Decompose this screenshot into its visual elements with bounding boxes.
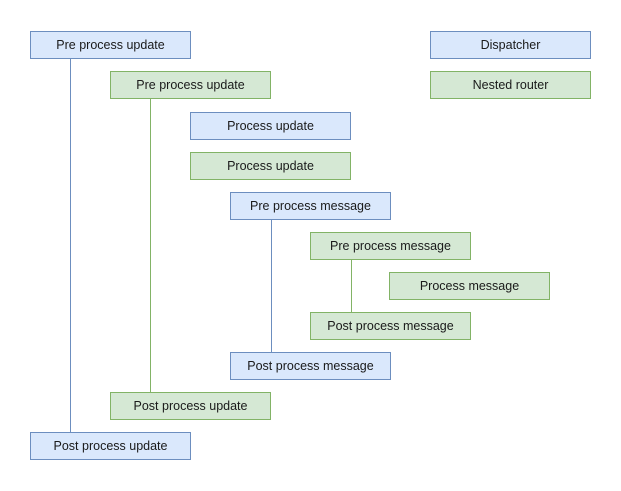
legend-item-nested-router: Nested router [430, 71, 591, 99]
node-process-update-dispatcher[interactable]: Process update [190, 112, 351, 140]
node-process-update-router[interactable]: Process update [190, 152, 351, 180]
node-post-process-message-router[interactable]: Post process message [310, 312, 471, 340]
node-pre-process-message-router[interactable]: Pre process message [310, 232, 471, 260]
node-post-process-update-dispatcher[interactable]: Post process update [30, 432, 191, 460]
edge-connector [271, 220, 272, 352]
node-pre-process-update-dispatcher[interactable]: Pre process update [30, 31, 191, 59]
legend-item-dispatcher: Dispatcher [430, 31, 591, 59]
edge-connector [150, 99, 151, 392]
node-post-process-update-router[interactable]: Post process update [110, 392, 271, 420]
node-process-message-router[interactable]: Process message [389, 272, 550, 300]
edge-connector [351, 260, 352, 312]
node-pre-process-update-router[interactable]: Pre process update [110, 71, 271, 99]
edge-connector [70, 59, 71, 432]
node-pre-process-message-dispatcher[interactable]: Pre process message [230, 192, 391, 220]
node-post-process-message-dispatcher[interactable]: Post process message [230, 352, 391, 380]
